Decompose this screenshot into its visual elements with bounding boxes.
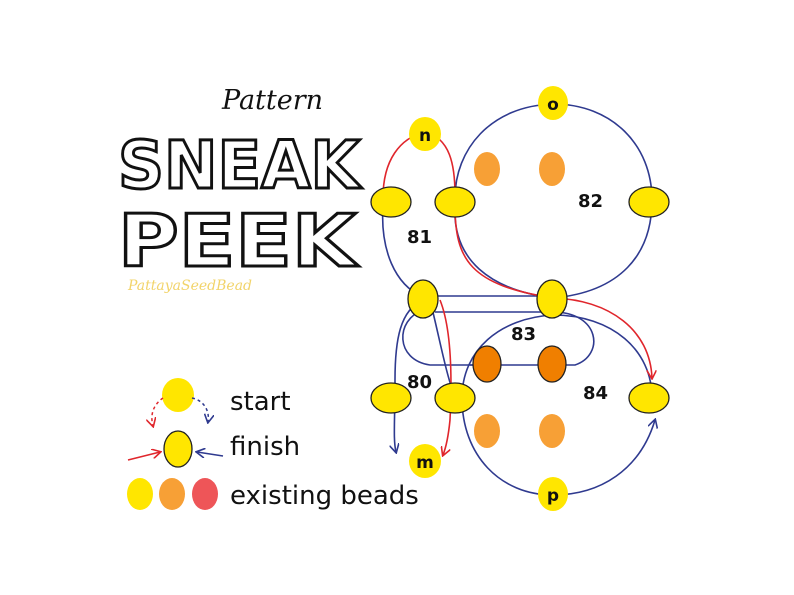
pattern-label: Pattern — [221, 85, 323, 116]
node-bead-o — [538, 86, 568, 120]
legend-start-red-arrow — [152, 397, 164, 426]
legend-finish-label: finish — [230, 432, 300, 462]
bead-yellow — [434, 382, 476, 414]
region-80: 80 — [407, 372, 432, 393]
node-label-o: o — [547, 95, 559, 115]
thread-red-81-inner — [454, 204, 554, 299]
legend-existing-yellow — [127, 478, 153, 510]
beads — [370, 86, 670, 511]
bead-yellow — [370, 382, 412, 414]
node-bead-n — [409, 117, 441, 151]
watermark: PattayaSeedBead — [127, 278, 252, 294]
node-bead-m — [409, 444, 441, 478]
thread-82-loop — [454, 103, 653, 299]
bead-dark-orange — [537, 345, 567, 383]
legend-finish-red-arrow — [127, 452, 160, 461]
bead-yellow-vertical — [407, 279, 439, 319]
thread-82-inner — [454, 204, 554, 299]
bead-yellow — [628, 186, 670, 218]
node-label-p: p — [547, 486, 559, 506]
node-bead-p — [538, 477, 568, 511]
bead-yellow-vertical — [536, 279, 568, 319]
legend-start-bead — [162, 378, 194, 412]
legend-existing-orange — [159, 478, 185, 510]
bead-yellow — [628, 382, 670, 414]
bead-orange — [474, 414, 500, 448]
bead-yellow — [434, 186, 476, 218]
node-label-m: m — [416, 453, 434, 473]
legend-finish-bead — [163, 430, 193, 468]
legend-existing-red — [192, 478, 218, 510]
node-label-n: n — [419, 126, 431, 146]
title-sneak: SNEAK — [118, 127, 363, 204]
thread-red-84 — [552, 297, 652, 378]
bead-orange — [539, 152, 565, 186]
legend-finish-blue-arrow — [197, 452, 224, 456]
legend-start-label: start — [230, 387, 291, 417]
thread-80-left — [394, 299, 424, 452]
region-83: 83 — [511, 324, 536, 345]
bead-orange — [539, 414, 565, 448]
bead-orange — [474, 152, 500, 186]
region-82: 82 — [578, 191, 603, 212]
bead-dark-orange — [472, 345, 502, 383]
region-84: 84 — [583, 383, 608, 404]
legend-existing-label: existing beads — [230, 481, 419, 511]
region-81: 81 — [407, 227, 432, 248]
bead-yellow — [370, 186, 412, 218]
legend: start finish existing beads — [127, 378, 419, 511]
title-peek: PEEK — [118, 199, 359, 283]
legend-start-blue-arrow — [191, 397, 208, 422]
